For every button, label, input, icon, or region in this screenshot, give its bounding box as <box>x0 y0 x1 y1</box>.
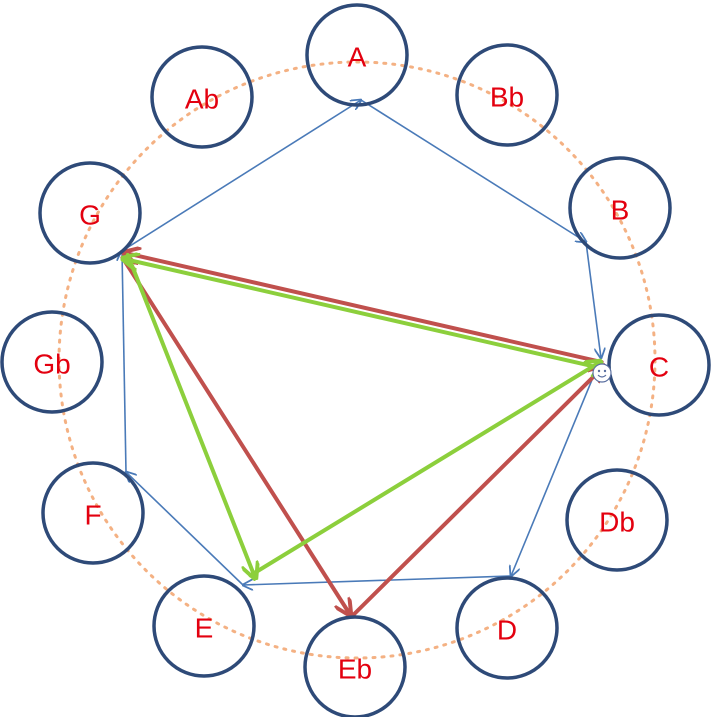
note-circle <box>565 468 669 572</box>
note-circle <box>455 576 559 680</box>
note-label: Db <box>599 507 635 538</box>
blue-arrow-E-F <box>126 472 244 586</box>
note-label: D <box>497 615 517 646</box>
note-circle <box>303 615 407 717</box>
note-circle <box>568 156 672 260</box>
red-arrow-G-Eb <box>120 255 349 614</box>
note-c: C <box>607 313 711 417</box>
note-circle <box>150 45 254 149</box>
note-circle <box>38 161 142 265</box>
path-layer <box>122 100 603 614</box>
note-circle <box>305 3 409 107</box>
note-ab: Ab <box>150 45 254 149</box>
note-eb: Eb <box>303 615 407 717</box>
note-label: C <box>649 352 669 383</box>
note-circle <box>41 461 145 565</box>
smiley-icon <box>592 363 612 383</box>
note-label: Gb <box>33 349 70 380</box>
note-label: A <box>348 42 367 73</box>
blue-arrow-D-E <box>243 575 512 585</box>
green-arrow-C-G <box>124 259 603 370</box>
blue-arrow-A-B <box>360 99 586 242</box>
red-arrow-Eb-C <box>352 367 603 617</box>
note-bb: Bb <box>455 43 559 147</box>
note-label: Ab <box>185 84 219 115</box>
note-layer: A BbB C DbD Eb E F Gb G Ab <box>0 3 711 717</box>
note-circle <box>607 313 711 417</box>
blue-arrow-B-C <box>585 241 601 358</box>
note-circle <box>0 310 104 414</box>
green-arrow-G-E <box>125 252 255 577</box>
note-label: F <box>84 500 101 531</box>
note-gb: Gb <box>0 310 104 414</box>
red-arrow-C-G <box>126 253 604 365</box>
note-label: Bb <box>490 82 524 113</box>
blue-arrow-F-G <box>122 251 126 473</box>
note-g: G <box>38 161 142 265</box>
note-e: E <box>152 574 256 678</box>
blue-arrow-C-D <box>511 357 602 576</box>
note-b: B <box>568 156 672 260</box>
blue-arrow-G-A <box>121 100 361 252</box>
note-d: D <box>455 576 559 680</box>
note-label: B <box>611 195 630 226</box>
guide-circle <box>57 60 657 660</box>
note-f: F <box>41 461 145 565</box>
note-a: A <box>305 3 409 107</box>
note-label: E <box>195 613 214 644</box>
note-label: Eb <box>338 654 372 685</box>
note-circle <box>455 43 559 147</box>
green-arrow-E-C <box>248 362 599 578</box>
note-circle <box>152 574 256 678</box>
note-label: G <box>79 200 101 231</box>
marker-layer <box>592 363 612 383</box>
note-db: Db <box>565 468 669 572</box>
